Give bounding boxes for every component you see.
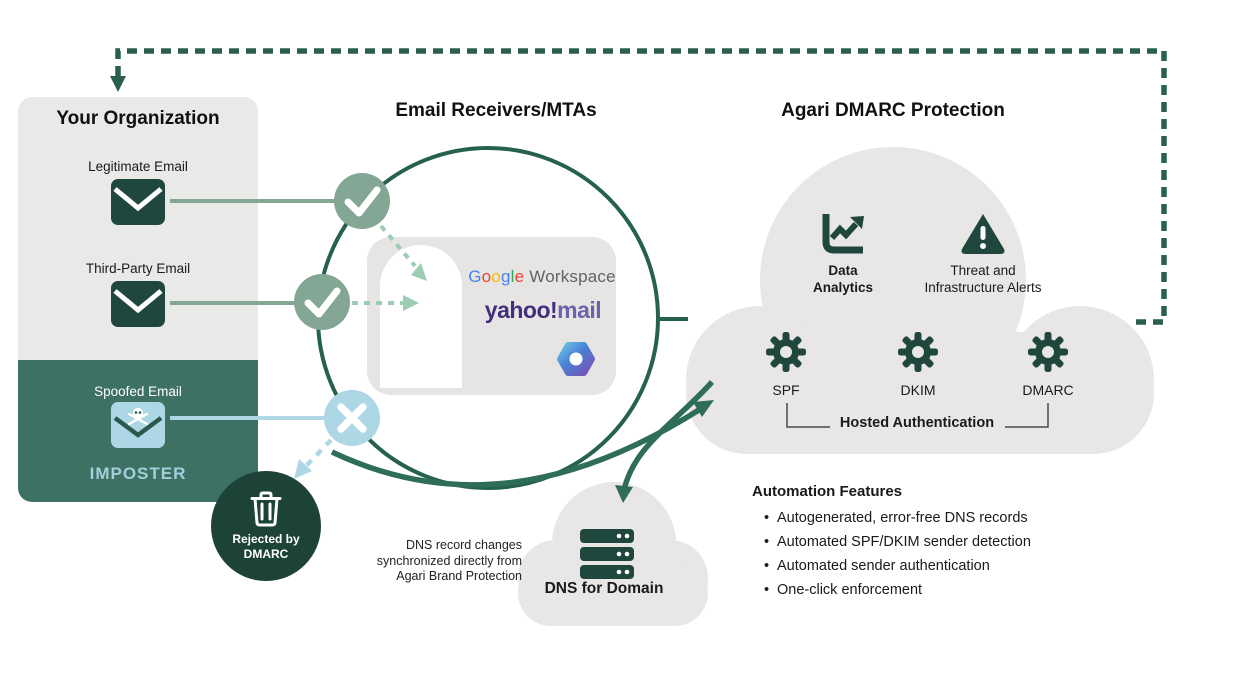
rejected-dashed-path bbox=[304, 438, 333, 468]
feedback-loop-dashed bbox=[115, 48, 1167, 325]
rejected-arrowhead bbox=[294, 459, 312, 479]
rejected-by-dmarc-badge: Rejected by DMARC bbox=[211, 471, 321, 581]
google-letter: o bbox=[491, 267, 501, 286]
data-analytics-chart-icon bbox=[819, 210, 867, 256]
automation-item: Automated SPF/DKIM sender detection bbox=[764, 530, 1094, 554]
trash-icon bbox=[250, 491, 282, 527]
accepted-arrowhead-2 bbox=[403, 295, 419, 311]
rejected-label-line1: Rejected by bbox=[232, 532, 300, 546]
envelope-icon bbox=[111, 179, 165, 225]
check-icon bbox=[334, 173, 390, 229]
hosted-auth-bracket-left bbox=[786, 403, 830, 428]
spf-label: SPF bbox=[772, 382, 800, 398]
google-letter: o bbox=[481, 267, 492, 286]
feedback-arrowhead bbox=[110, 76, 126, 92]
agari-section-title: Agari DMARC Protection bbox=[781, 100, 1005, 121]
automation-item: Autogenerated, error-free DNS records bbox=[764, 506, 1094, 530]
door-arch bbox=[380, 245, 462, 388]
spoofed-envelope-skull-icon bbox=[111, 402, 165, 448]
dkim-label: DKIM bbox=[900, 382, 936, 398]
dns-server-icon bbox=[580, 529, 634, 579]
dns-sync-arrows bbox=[330, 380, 715, 491]
dmarc-label: DMARC bbox=[1022, 382, 1074, 398]
spoofed-email-label: Spoofed Email bbox=[94, 384, 182, 399]
mta-section-title: Email Receivers/MTAs bbox=[395, 100, 597, 121]
imposter-label: IMPOSTER bbox=[89, 464, 187, 483]
google-letter: G bbox=[468, 267, 482, 286]
agari-cloud-shape bbox=[686, 147, 1154, 454]
yahoo-wordmark: yahoo! bbox=[484, 297, 558, 323]
arrowhead-to-cloud bbox=[693, 400, 714, 417]
org-panel-title: Your Organization bbox=[56, 108, 220, 129]
hosted-auth-bracket-right bbox=[1005, 403, 1049, 428]
data-analytics-line2: Analytics bbox=[812, 280, 874, 295]
threat-alerts-line1: Threat and bbox=[950, 263, 1016, 278]
dns-for-domain-label: DNS for Domain bbox=[544, 580, 664, 597]
accepted-dashed-paths bbox=[352, 224, 417, 305]
third-party-email-label: Third-Party Email bbox=[85, 261, 191, 276]
google-letter: g bbox=[500, 267, 511, 286]
warning-triangle-icon bbox=[958, 211, 1008, 255]
yahoo-mail-logo: yahoo!mail bbox=[443, 297, 643, 324]
threat-alerts-label: Threat and Infrastructure Alerts bbox=[903, 262, 1063, 296]
google-letter: e bbox=[514, 267, 525, 286]
check-icon bbox=[294, 274, 350, 330]
gear-icon-dkim bbox=[896, 330, 940, 374]
dns-sync-note: DNS record changes synchronized directly… bbox=[366, 538, 522, 585]
arrowhead-to-dns bbox=[615, 485, 633, 503]
gear-icon-dmarc bbox=[1026, 330, 1070, 374]
microsoft-365-logo-icon bbox=[557, 342, 595, 376]
automation-item: Automated sender authentication bbox=[764, 554, 1094, 578]
envelope-icon bbox=[111, 281, 165, 327]
threat-alerts-line2: Infrastructure Alerts bbox=[924, 280, 1042, 295]
yahoo-mail-wordmark: mail bbox=[557, 297, 602, 323]
x-icon bbox=[324, 390, 380, 446]
automation-features-title: Automation Features bbox=[752, 483, 903, 500]
data-analytics-label: Data Analytics bbox=[792, 262, 894, 296]
automation-item: One-click enforcement bbox=[764, 578, 1094, 602]
dns-note-line: Agari Brand Protection bbox=[396, 569, 522, 583]
dns-note-line: synchronized directly from bbox=[376, 553, 522, 568]
workspace-wordmark: Workspace bbox=[529, 267, 616, 286]
rejected-label-line2: DMARC bbox=[243, 547, 289, 561]
hosted-authentication-label: Hosted Authentication bbox=[839, 415, 995, 431]
data-analytics-line1: Data bbox=[828, 263, 858, 278]
accepted-arrowhead-1 bbox=[411, 263, 427, 281]
legitimate-email-label: Legitimate Email bbox=[88, 159, 188, 174]
google-letter: l bbox=[510, 267, 515, 286]
gear-icon-spf bbox=[764, 330, 808, 374]
dns-note-line: DNS record changes bbox=[405, 538, 522, 552]
automation-features-list: Autogenerated, error-free DNS records Au… bbox=[764, 506, 1094, 602]
